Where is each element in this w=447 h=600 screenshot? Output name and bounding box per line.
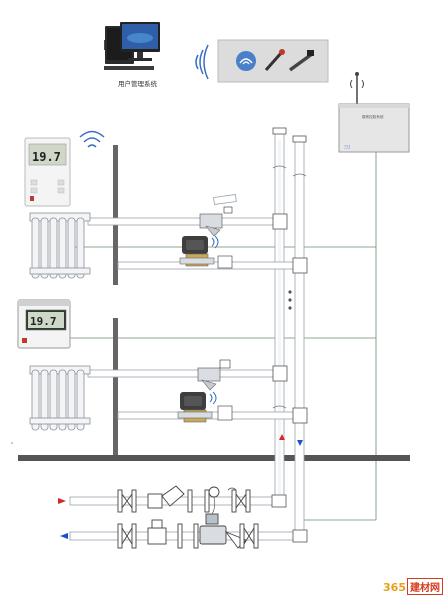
floor-1-motorized-valve (179, 236, 215, 267)
radiator-floor-1 (29, 212, 91, 279)
building-controller-box: 楼栋控制系统 三江 (338, 72, 410, 153)
controller-panel-title: 楼栋控制系统 (362, 114, 384, 119)
wall-columns (113, 145, 118, 455)
floor-1-fittings (272, 213, 308, 274)
thermostat-2-reading: 19.7 (30, 315, 57, 328)
floor-2-fittings (272, 365, 308, 424)
floor-1-return-fitting (217, 255, 233, 269)
thermostat-1-wireless-icon (79, 130, 105, 148)
margin-dot (11, 442, 13, 444)
main-pipe-elbows (271, 494, 308, 543)
floor-2-valve-wireless-icon (209, 391, 217, 405)
vertical-risers (274, 131, 305, 539)
computer-icon (104, 22, 160, 70)
main-flow-arrows (58, 498, 68, 539)
signal-wires (50, 152, 377, 521)
user-system-label: 用户管理系统 (118, 79, 158, 88)
floor-2-motorized-valve (177, 392, 213, 423)
riser-flow-arrows (279, 434, 303, 446)
controller-panel-brand: 三江 (344, 144, 351, 149)
thermostat-2 (17, 299, 71, 349)
floor-slab (18, 455, 410, 461)
radiator-floor-2 (29, 365, 91, 431)
floor-2-temp-sensor (219, 359, 231, 369)
return-line-valves (117, 513, 259, 549)
main-pipes (69, 496, 305, 541)
wireless-signal-icon (195, 44, 209, 80)
floor-1-valve-wireless-icon (211, 235, 219, 249)
heat-meter-wires (211, 487, 237, 515)
riser-dots (288, 290, 292, 310)
supply-line-valves (117, 485, 251, 513)
meter-reading-panel (217, 39, 329, 83)
floor-2-y-strainer (197, 367, 221, 391)
floor-1-y-strainer (199, 213, 223, 237)
thermostat-1 (24, 137, 71, 207)
watermark-text: 建材网 (407, 578, 443, 595)
thermostat-1-reading: 19.7 (32, 150, 61, 164)
watermark-number: 365 (383, 581, 406, 594)
floor-1-temp-sensor (223, 206, 233, 214)
riser-top-caps (272, 127, 307, 143)
floor-2-return-fitting (217, 405, 233, 421)
